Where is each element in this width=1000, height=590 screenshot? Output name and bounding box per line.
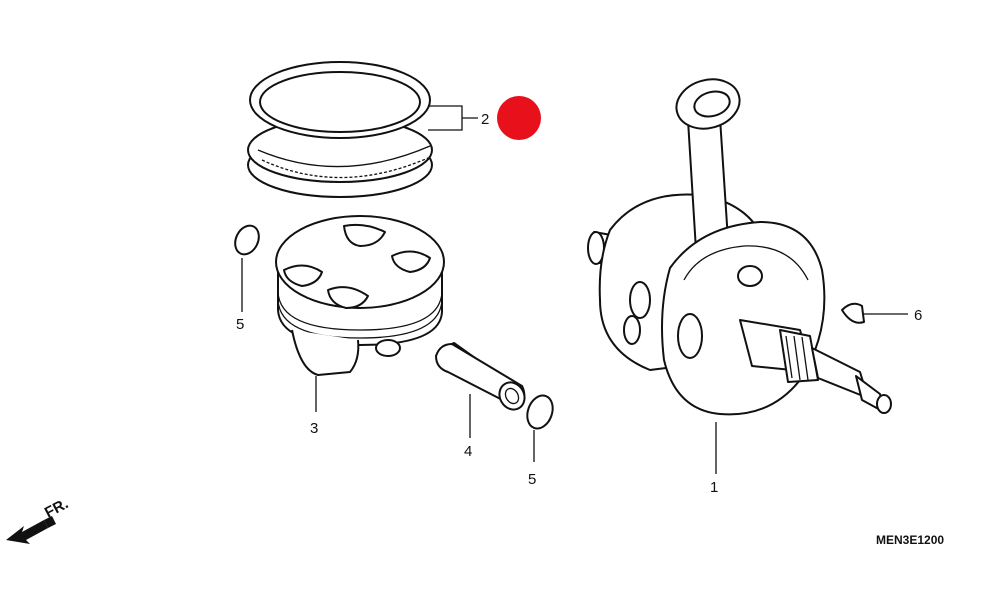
callout-1: 1 — [710, 479, 718, 496]
piston-pin[interactable] — [435, 342, 529, 414]
piston-pin-clip-left[interactable] — [231, 222, 264, 258]
woodruff-key[interactable] — [841, 302, 865, 324]
callout-2: 2 — [481, 111, 489, 128]
callout-5-left: 5 — [236, 316, 244, 333]
callout-4: 4 — [464, 443, 472, 460]
front-label: FR. — [42, 495, 71, 521]
crankshaft[interactable] — [587, 73, 892, 416]
highlight-marker[interactable] — [497, 96, 541, 140]
callout-5-right: 5 — [528, 471, 536, 488]
diagram-code: MEN3E1200 — [876, 533, 944, 547]
piston-pin-clip-right[interactable] — [523, 392, 557, 432]
piston[interactable] — [275, 215, 445, 376]
callout-bracket-2 — [428, 105, 478, 131]
piston-rings[interactable] — [247, 61, 433, 198]
front-direction-arrow — [6, 516, 56, 544]
callout-6: 6 — [914, 307, 922, 324]
callout-3: 3 — [310, 420, 318, 437]
